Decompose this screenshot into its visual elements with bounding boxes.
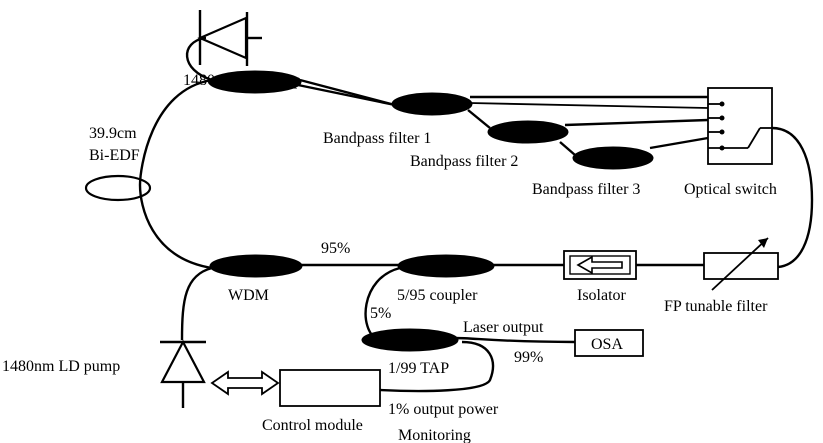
fiber-switch-to-fp	[771, 126, 814, 269]
bi-edf-coil	[84, 174, 152, 202]
fiber-tap-to-control	[379, 340, 495, 393]
bandpass-filter-1	[391, 92, 473, 116]
label-optical-switch: Optical switch	[684, 181, 777, 198]
label-control-module: Control module	[262, 417, 363, 434]
label-ld-pump-top: 1480nm LD pump	[183, 72, 301, 89]
label-osa: OSA	[591, 336, 623, 353]
label-output-power: 1% output power	[388, 401, 499, 418]
label-bpf3: Bandpass filter 3	[532, 181, 640, 198]
edf-fiber-loop	[138, 78, 213, 270]
pump-fiber-top	[185, 36, 213, 82]
label-tap: 1/99 TAP	[388, 360, 449, 377]
label-laser-output: Laser output	[463, 319, 544, 336]
bandpass-filter-3	[572, 146, 654, 170]
label-edf-type: Bi-EDF	[89, 147, 140, 164]
label-pct-99: 99%	[514, 349, 543, 366]
optical-switch	[707, 87, 773, 165]
fiber-tap-to-osa	[454, 336, 576, 344]
isolator	[563, 250, 637, 280]
label-isolator: Isolator	[577, 287, 627, 304]
label-ld-pump-bottom: 1480nm LD pump	[2, 358, 120, 375]
pump-coupler-top	[208, 70, 302, 94]
bandpass-filter-2	[487, 120, 569, 144]
fiber-bpf1-to-switch-b	[469, 102, 709, 109]
label-bpf2: Bandpass filter 2	[410, 153, 518, 170]
label-coupler: 5/95 coupler	[397, 287, 478, 304]
ld-pump-top-diode-icon	[197, 10, 262, 66]
fp-tunable-filter	[703, 237, 779, 291]
control-module-box	[279, 369, 381, 407]
label-fp-filter: FP tunable filter	[664, 298, 768, 315]
label-monitoring: Monitoring	[398, 427, 471, 443]
fiber-pump-to-bpf1-b	[297, 83, 396, 107]
double-arrow-icon	[210, 370, 280, 396]
label-bpf1: Bandpass filter 1	[323, 130, 431, 147]
fiber-bpf2-to-bpf3	[559, 141, 576, 156]
ld-pump-bottom-diode-icon	[160, 339, 206, 408]
wdm-coupler	[209, 254, 303, 278]
fiber-bpf3-to-switch	[649, 136, 709, 150]
osa-box	[574, 329, 644, 357]
label-edf-length: 39.9cm	[89, 125, 137, 142]
fiber-bpf2-to-switch	[564, 118, 709, 127]
label-pct-5: 5%	[370, 305, 391, 322]
label-pct-95: 95%	[321, 240, 350, 257]
fiber-bpf1-to-bpf2	[467, 109, 491, 129]
tap-1-99	[361, 328, 459, 352]
coupler-5-95	[397, 254, 495, 278]
isolator-arrow-icon	[576, 255, 623, 275]
label-wdm: WDM	[228, 287, 269, 304]
pump-fiber-bottom	[180, 266, 213, 341]
